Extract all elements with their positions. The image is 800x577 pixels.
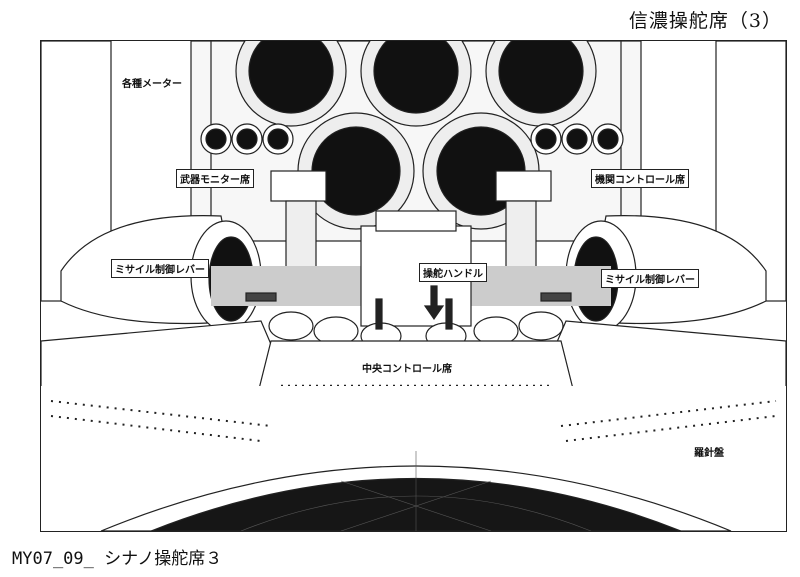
label-helm: 操舵ハンドル: [419, 263, 487, 282]
label-weapon-monitor-seat: 武器モニター席: [176, 169, 254, 188]
meter-gauges: [200, 41, 624, 230]
bridge-illustration: [41, 41, 786, 531]
label-engine-control-seat: 機関コントロール席: [591, 169, 689, 188]
label-meters: 各種メーター: [119, 74, 185, 91]
label-missile-lever-right: ミサイル制御レバー: [601, 269, 699, 288]
sheet-caption: MY07_09_ シナノ操舵席３: [12, 549, 223, 569]
label-missile-lever-left: ミサイル制御レバー: [111, 259, 209, 278]
sheet-title: 信濃操舵席（3）: [628, 10, 782, 32]
bridge-drawing: 各種メーター 武器モニター席 機関コントロール席 ミサイル制御レバー ミサイル制…: [40, 40, 787, 532]
label-compass: 羅針盤: [691, 443, 727, 460]
label-central-control-seat: 中央コントロール席: [359, 359, 455, 376]
